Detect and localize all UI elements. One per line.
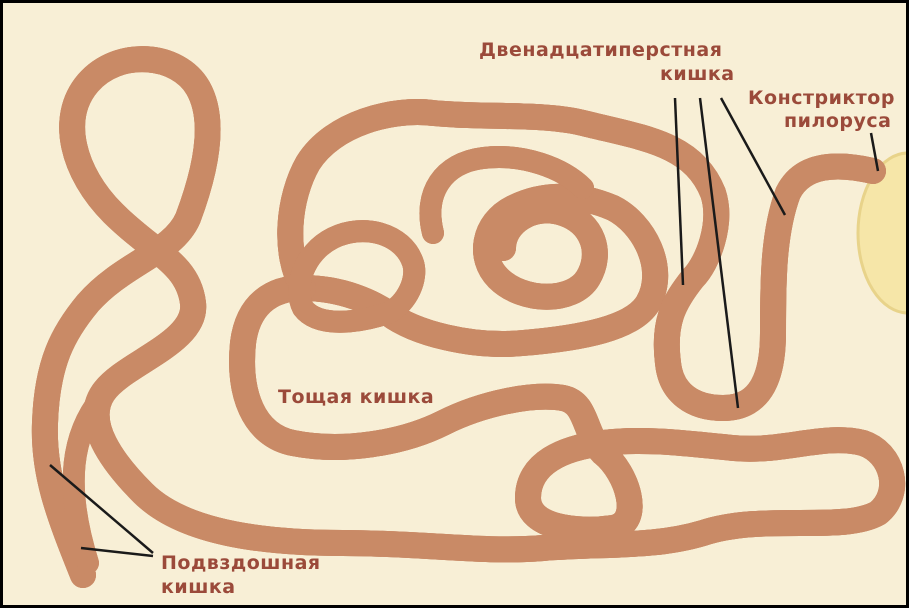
ileum-label-line1: Подвздошная bbox=[161, 552, 321, 574]
pylorus-label-line1: Констриктор bbox=[748, 87, 895, 109]
duodenum-label-line2: кишка bbox=[660, 63, 735, 85]
intestine-diagram: Двенадцатиперстная кишка Констриктор пил… bbox=[3, 3, 906, 605]
duodenum-label-line1: Двенадцатиперстная bbox=[479, 39, 722, 61]
ileum-label-line2: кишка bbox=[161, 576, 236, 598]
jejunum-label: Тощая кишка bbox=[278, 386, 434, 408]
pylorus-label-line2: пилоруса bbox=[784, 110, 891, 132]
